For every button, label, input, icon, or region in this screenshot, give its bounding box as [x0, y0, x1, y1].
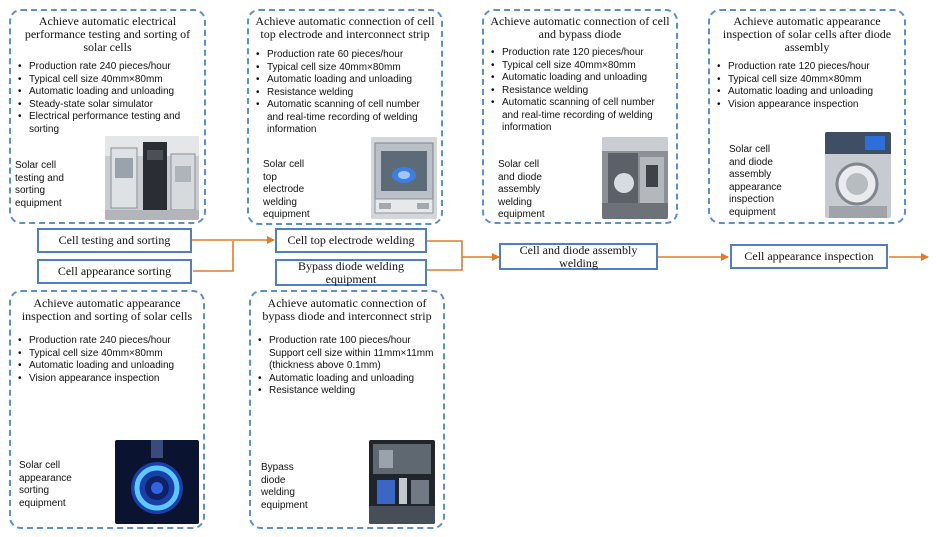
- card-title: Achieve automatic appearance inspection …: [21, 296, 193, 323]
- equipment-photo: [825, 132, 891, 218]
- equipment-label: Bypass diode welding equipment: [261, 462, 308, 511]
- spec-item: Resistance welding: [257, 385, 441, 398]
- card-title: Achieve automatic connection of cell and…: [490, 14, 670, 41]
- card-appearance-sorting: Achieve automatic appearance inspection …: [9, 290, 205, 529]
- equipment-label: Solar cell top electrode welding equipme…: [263, 159, 310, 220]
- spec-item: Automatic scanning of cell number and re…: [490, 97, 674, 135]
- spec-item: Automatic scanning of cell number and re…: [255, 99, 439, 137]
- spec-item: Automatic loading and unloading: [257, 373, 441, 386]
- spec-item: Resistance welding: [490, 85, 674, 98]
- spec-item: Vision appearance inspection: [716, 99, 902, 112]
- stage-cell-appearance-sorting: Cell appearance sorting: [37, 259, 192, 284]
- card-bypass-diode-welding: Achieve automatic connection of bypass d…: [249, 290, 445, 529]
- spec-item: Typical cell size 40mm×80mm: [716, 74, 902, 87]
- spec-item: Steady-state solar simulator: [17, 99, 201, 112]
- card-top-electrode-welding: Achieve automatic connection of cell top…: [247, 9, 443, 225]
- spec-item: Automatic loading and unloading: [255, 74, 439, 87]
- stage-appearance-inspection: Cell appearance inspection: [730, 244, 888, 269]
- spec-list: Production rate 120 pieces/hour Typical …: [490, 47, 674, 135]
- card-title: Achieve automatic appearance inspection …: [722, 14, 892, 54]
- card-cell-diode-assembly: Achieve automatic connection of cell and…: [482, 9, 678, 224]
- equipment-photo: [371, 137, 437, 219]
- spec-list: Production rate 240 pieces/hour Typical …: [17, 61, 201, 136]
- card-title: Achieve automatic connection of cell top…: [255, 14, 435, 41]
- flow-arrow: [427, 257, 463, 271]
- spec-item: Automatic loading and unloading: [716, 86, 902, 99]
- spec-item: Typical cell size 40mm×80mm: [490, 60, 674, 73]
- spec-item: Automatic loading and unloading: [490, 72, 674, 85]
- card-electrical-testing: Achieve automatic electrical performance…: [9, 9, 206, 224]
- spec-item: Production rate 100 pieces/hour Support …: [257, 335, 441, 373]
- spec-list: Production rate 60 pieces/hour Typical c…: [255, 49, 439, 137]
- equipment-label: Solar cell testing and sorting equipment: [15, 160, 64, 209]
- equipment-label: Solar cell appearance sorting equipment: [19, 460, 72, 509]
- spec-item: Automatic loading and unloading: [17, 86, 201, 99]
- spec-item: Production rate 60 pieces/hour: [255, 49, 439, 62]
- spec-list: Production rate 100 pieces/hour Support …: [257, 335, 441, 398]
- card-title: Achieve automatic electrical performance…: [24, 14, 191, 54]
- stage-top-electrode-welding: Cell top electrode welding: [275, 228, 427, 253]
- card-after-diode-inspection: Achieve automatic appearance inspection …: [708, 9, 906, 224]
- equipment-photo: [115, 440, 199, 524]
- stage-assembly-welding: Cell and diode assembly welding: [499, 243, 658, 270]
- spec-item: Electrical performance testing and sorti…: [17, 111, 201, 136]
- equipment-label: Solar cell and diode assembly appearance…: [729, 144, 782, 218]
- flow-arrow: [427, 240, 463, 257]
- equipment-photo: [105, 136, 199, 220]
- stage-bypass-diode-welding: Bypass diode welding equipment: [275, 259, 427, 286]
- spec-list: Production rate 120 pieces/hour Typical …: [716, 61, 902, 111]
- flow-arrow: [193, 241, 234, 272]
- spec-item: Typical cell size 40mm×80mm: [17, 348, 201, 361]
- spec-item: Typical cell size 40mm×80mm: [17, 74, 201, 87]
- spec-item: Resistance welding: [255, 87, 439, 100]
- spec-item: Automatic loading and unloading: [17, 360, 201, 373]
- spec-item: Production rate 240 pieces/hour: [17, 335, 201, 348]
- spec-item: Production rate 120 pieces/hour: [716, 61, 902, 74]
- spec-list: Production rate 240 pieces/hour Typical …: [17, 335, 201, 385]
- equipment-photo: [369, 440, 435, 524]
- equipment-photo: [602, 137, 668, 219]
- card-title: Achieve automatic connection of bypass d…: [262, 296, 432, 323]
- stage-cell-testing-sorting: Cell testing and sorting: [37, 228, 192, 253]
- equipment-label: Solar cell and diode assembly welding eq…: [498, 159, 545, 220]
- spec-item: Typical cell size 40mm×80mm: [255, 62, 439, 75]
- spec-item: Production rate 120 pieces/hour: [490, 47, 674, 60]
- spec-item: Production rate 240 pieces/hour: [17, 61, 201, 74]
- spec-item: Vision appearance inspection: [17, 373, 201, 386]
